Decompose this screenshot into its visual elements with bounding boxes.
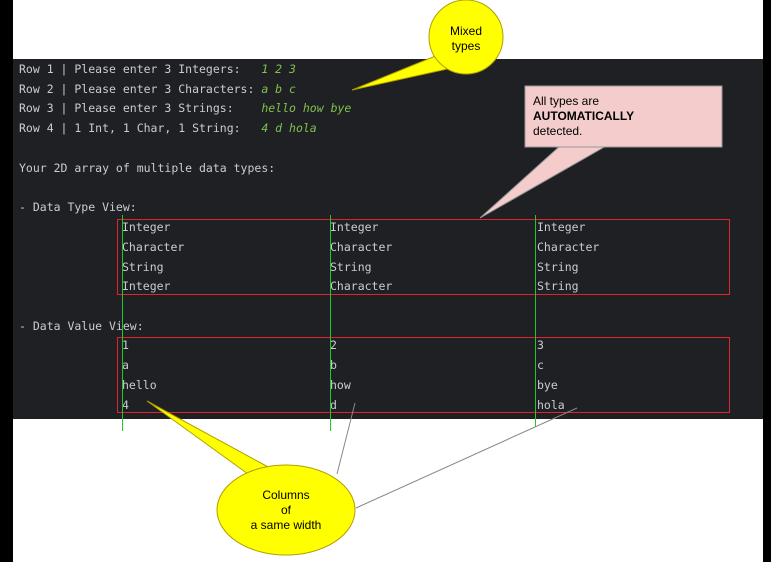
mixed-types-bubble — [428, 0, 504, 75]
auto-detected-pointer — [479, 145, 608, 219]
columns-connector-3 — [355, 407, 578, 509]
prompt-row-4: Row 4 | 1 Int, 1 Char, 1 String: 4 d hol… — [19, 121, 317, 135]
input-row-3: hello how bye — [261, 101, 352, 115]
type-cell: String — [537, 260, 579, 274]
input-row-1: 1 2 3 — [261, 62, 296, 76]
type-cell: Character — [330, 279, 393, 293]
summary-line: Your 2D array of multiple data types: — [19, 161, 276, 175]
type-view-box — [117, 219, 730, 295]
value-cell: hola — [537, 398, 565, 412]
columns-connector-2 — [336, 402, 356, 475]
value-cell: 3 — [537, 338, 544, 352]
columns-bubble — [216, 464, 356, 556]
value-cell: d — [330, 398, 337, 412]
value-cell: how — [330, 378, 351, 392]
value-cell: bye — [537, 378, 558, 392]
columns-label: Columns of a same width — [250, 488, 322, 532]
column-marker-1 — [122, 215, 123, 431]
prompt-row-1: Row 1 | Please enter 3 Integers: 1 2 3 — [19, 62, 296, 76]
type-cell: Character — [537, 240, 600, 254]
value-cell: 1 — [122, 338, 129, 352]
type-cell: String — [122, 260, 164, 274]
type-cell: Character — [122, 240, 185, 254]
value-cell: 4 — [122, 398, 129, 412]
type-view-heading: - Data Type View: — [19, 200, 137, 214]
column-marker-2 — [330, 215, 331, 431]
auto-detected-box — [524, 85, 723, 148]
prompt-row-3: Row 3 | Please enter 3 Strings: hello ho… — [19, 101, 352, 115]
bottom-margin — [13, 419, 763, 562]
top-margin — [13, 0, 763, 59]
mixed-types-label: Mixed types — [449, 24, 482, 53]
value-cell: 2 — [330, 338, 337, 352]
type-cell: Integer — [330, 220, 379, 234]
value-view-heading: - Data Value View: — [19, 319, 144, 333]
input-row-2: a b c — [261, 82, 296, 96]
value-cell: b — [330, 358, 337, 372]
type-cell: Character — [330, 240, 393, 254]
prompt-row-2: Row 2 | Please enter 3 Characters: a b c — [19, 82, 296, 96]
value-cell: hello — [122, 378, 157, 392]
type-cell: String — [537, 279, 579, 293]
columns-pointer — [146, 400, 272, 475]
value-view-box — [117, 337, 730, 413]
value-cell: a — [122, 358, 129, 372]
value-cell: c — [537, 358, 544, 372]
input-row-4: 4 d hola — [261, 121, 317, 135]
type-cell: Integer — [122, 279, 171, 293]
type-cell: String — [330, 260, 372, 274]
column-marker-3 — [535, 215, 536, 427]
auto-detected-label: All types are AUTOMATICALLY detected. — [533, 94, 635, 138]
type-cell: Integer — [122, 220, 171, 234]
type-cell: Integer — [537, 220, 586, 234]
